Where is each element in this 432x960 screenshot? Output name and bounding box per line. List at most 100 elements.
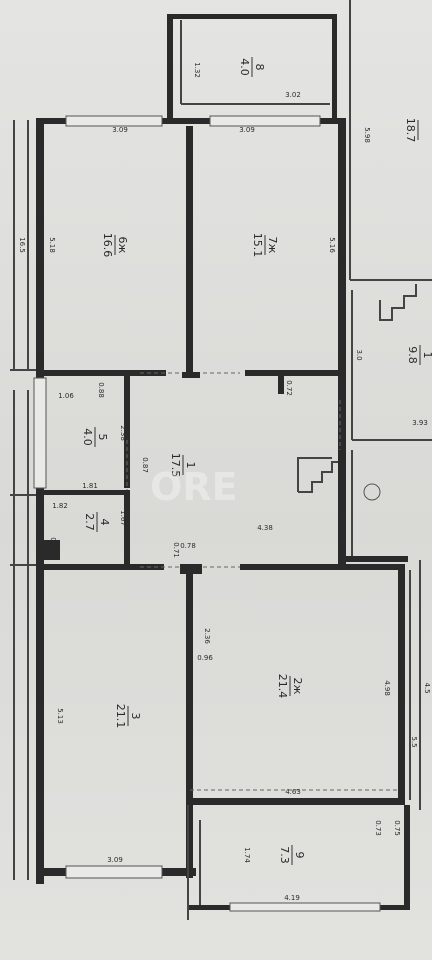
room-number: 4 (98, 519, 111, 526)
window-room7 (209, 115, 321, 127)
dimension-d12: 1.81 (82, 482, 98, 490)
wall-bath-mid (44, 490, 130, 495)
dimension-d21: 2.36 (203, 628, 211, 644)
wall-right-upper (338, 118, 346, 564)
room-area: 9.8 (406, 346, 419, 364)
wall-balcony-right (332, 14, 337, 118)
room-area: 17.5 (169, 453, 182, 478)
wall-left (36, 118, 44, 884)
dimension-d9: 1.06 (58, 392, 74, 400)
room-area: 21.4 (276, 674, 289, 699)
wall-step (338, 556, 408, 562)
room-area: 2.7 (83, 513, 96, 531)
room-number: 9 (293, 852, 306, 859)
outlines (10, 0, 432, 920)
room-number: 5 (96, 434, 109, 441)
room-number: 8 (253, 64, 266, 71)
dimension-d27: 1.74 (243, 847, 251, 863)
dimension-d5: 5.18 (48, 237, 56, 253)
dimension-d25: 5.13 (56, 708, 64, 724)
room-number: 6ж (116, 237, 129, 254)
dimension-d17: 0.72 (285, 380, 293, 396)
room-number: 2ж (291, 678, 304, 695)
wall-room2-top (240, 564, 405, 570)
room-area: 15.1 (251, 233, 264, 258)
dimension-d23: 4.98 (383, 680, 391, 696)
dimension-d13: 1.82 (52, 502, 68, 510)
room-number: 1 (184, 462, 197, 469)
window-left-mid (33, 377, 47, 489)
dimension-d15: 0.88 (49, 537, 57, 553)
door-openings (126, 372, 400, 791)
dimension-d32: 3.0 (355, 349, 363, 360)
dimension-d16: 4.38 (257, 524, 273, 532)
watermark: ORE (150, 465, 238, 509)
room-number: 3 (129, 713, 142, 720)
room-area: 4.0 (238, 58, 251, 76)
wall-living-top-right (245, 370, 345, 376)
window-loggia (229, 902, 381, 912)
dimension-d18: 0.87 (141, 457, 149, 473)
wall-balcony-left (167, 14, 173, 120)
dimension-d20: 0.71 (172, 542, 180, 558)
dimension-d8: 16.5 (18, 237, 26, 253)
room-area: 18.7 (404, 118, 417, 143)
room-label-rb2: 18.7 (404, 118, 419, 143)
room-label-r4: 42.7 (83, 512, 111, 532)
dimension-d28: 4.19 (284, 894, 300, 902)
wall-wc-right (124, 495, 130, 567)
stairs (297, 284, 417, 493)
dimension-d1: 3.09 (112, 126, 128, 134)
dimension-d30: 0.73 (374, 820, 382, 836)
room-area: 4.0 (81, 428, 94, 446)
room-area: 21.1 (114, 704, 127, 729)
dimension-d19: 0.78 (180, 542, 196, 550)
room-area: 7.3 (278, 846, 291, 864)
wall-living-top-left (36, 370, 166, 376)
wall-balcony-top (167, 14, 337, 19)
dimension-d4: 1.32 (193, 62, 201, 78)
room-label-rb1: 19.8 (406, 345, 432, 365)
dimension-d31: 0.75 (393, 820, 401, 836)
wall-right-lower (398, 565, 405, 805)
wall-bath-right (124, 376, 130, 488)
dimension-d33: 3.93 (412, 419, 428, 427)
room-label-r9: 97.3 (278, 845, 306, 865)
window-room3 (65, 865, 163, 879)
room-number: 7ж (266, 237, 279, 254)
windows (33, 115, 381, 912)
room-label-r1: 117.5 (169, 453, 197, 478)
dimension-d10: 0.88 (97, 382, 105, 398)
window-room6 (65, 115, 163, 127)
room-area: 16.6 (101, 233, 114, 258)
dimension-d24: 5.5 (410, 736, 418, 747)
walls (36, 14, 410, 910)
wall-loggia-top (186, 798, 404, 805)
dimension-d6: 5.16 (328, 237, 336, 253)
wall-6-7 (186, 126, 193, 376)
dimension-d34: 4.5 (423, 682, 431, 693)
wall-loggia-right (404, 805, 410, 910)
wall-3-2 (186, 565, 193, 805)
room-label-r5: 54.0 (81, 427, 109, 447)
room-label-r8: 84.0 (238, 57, 266, 77)
dimension-d14: 1.67 (119, 510, 127, 526)
dimension-d26: 4.63 (285, 788, 301, 796)
dimension-d29: 3.09 (107, 856, 123, 864)
dimension-d22: 0.96 (197, 654, 213, 662)
wall-loggia-left (186, 798, 193, 878)
room-label-r3: 321.1 (114, 704, 142, 729)
dimension-d11: 2.38 (119, 425, 127, 441)
dimension-d3: 3.02 (285, 91, 301, 99)
dimension-d2: 3.09 (239, 126, 255, 134)
wall-top (36, 118, 346, 124)
wall-room3-top (44, 564, 164, 570)
doors (42, 372, 381, 574)
